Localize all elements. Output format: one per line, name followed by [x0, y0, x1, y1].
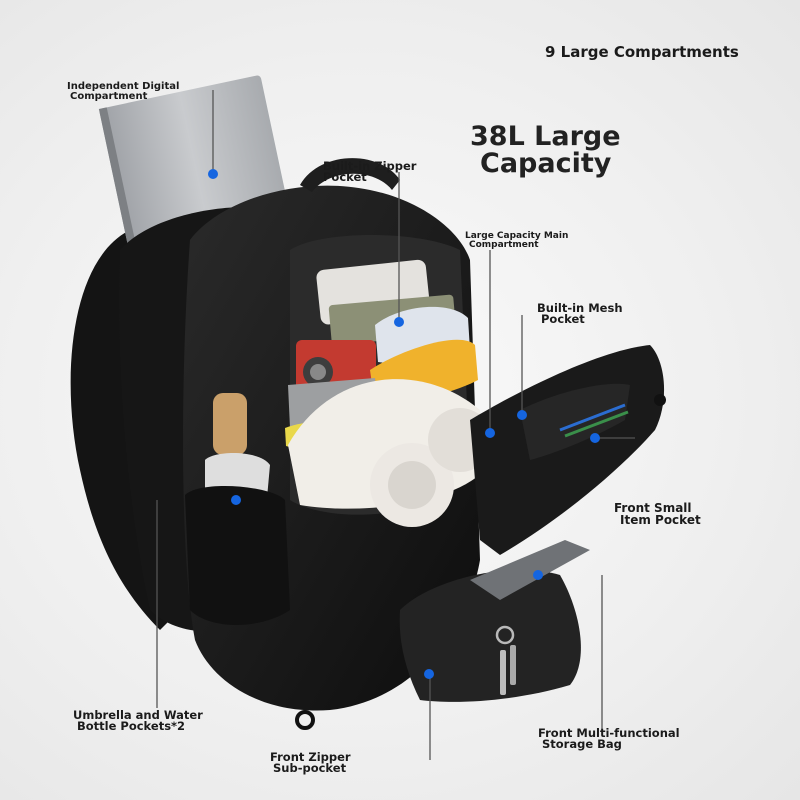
- label-line: Independent Digital: [67, 81, 180, 92]
- label-line: Umbrella and Water: [73, 708, 203, 722]
- top-handle: [300, 158, 400, 192]
- mesh-pocket: [520, 383, 630, 460]
- camera: [296, 340, 376, 390]
- marker-dots: [208, 169, 600, 679]
- book: [470, 540, 590, 600]
- capacity-heading-line2: Capacity: [480, 148, 612, 179]
- marker-dot: [590, 433, 600, 443]
- front-storage-bag: [399, 569, 581, 702]
- label-line: Large Capacity Main: [465, 231, 569, 241]
- label-line: Front Zipper: [270, 750, 351, 764]
- label-line: Sub-pocket: [273, 761, 347, 775]
- storage-bag-label: Front Multi-functional Storage Bag: [538, 726, 680, 751]
- label-line: Built-in Mesh: [537, 301, 623, 315]
- keys: [495, 625, 516, 695]
- main-compartment-label: Large Capacity Main Compartment: [465, 232, 568, 250]
- capacity-heading-line1: 38L Large: [470, 121, 621, 152]
- leader-lines: [156, 90, 635, 760]
- label-line: Compartment: [469, 240, 539, 250]
- label-line: Front Small: [614, 501, 692, 515]
- marker-dot: [424, 669, 434, 679]
- label-line: Pocket: [323, 170, 367, 184]
- label-line: Front Multi-functional: [538, 726, 680, 740]
- label-line: Compartment: [70, 91, 148, 102]
- marker-dot: [533, 570, 543, 580]
- marker-dot: [485, 428, 495, 438]
- digital-compartment-label: Independent Digital Compartment: [67, 82, 179, 102]
- zipper-pocket-label: Built-in Zipper Pocket: [323, 159, 417, 184]
- mesh-pocket-label: Built-in Mesh Pocket: [537, 301, 623, 326]
- label-line: Built-in Zipper: [323, 159, 417, 173]
- label-line: Bottle Pockets*2: [77, 719, 186, 733]
- label-line: Pocket: [541, 312, 585, 326]
- front-zipper-label: Front Zipper Sub-pocket: [270, 750, 351, 775]
- side-pocket: [185, 485, 290, 625]
- label-line: Storage Bag: [542, 737, 622, 751]
- marker-dot: [517, 410, 527, 420]
- marker-dot: [208, 169, 218, 179]
- marker-dot: [394, 317, 404, 327]
- marker-dot: [231, 495, 241, 505]
- label-line: Item Pocket: [620, 513, 701, 527]
- front-small-pocket-label: Front Small Item Pocket: [614, 502, 701, 526]
- compartments-heading: 9 Large Compartments: [545, 43, 739, 61]
- umbrella-pocket-label: Umbrella and Water Bottle Pockets*2: [73, 708, 203, 733]
